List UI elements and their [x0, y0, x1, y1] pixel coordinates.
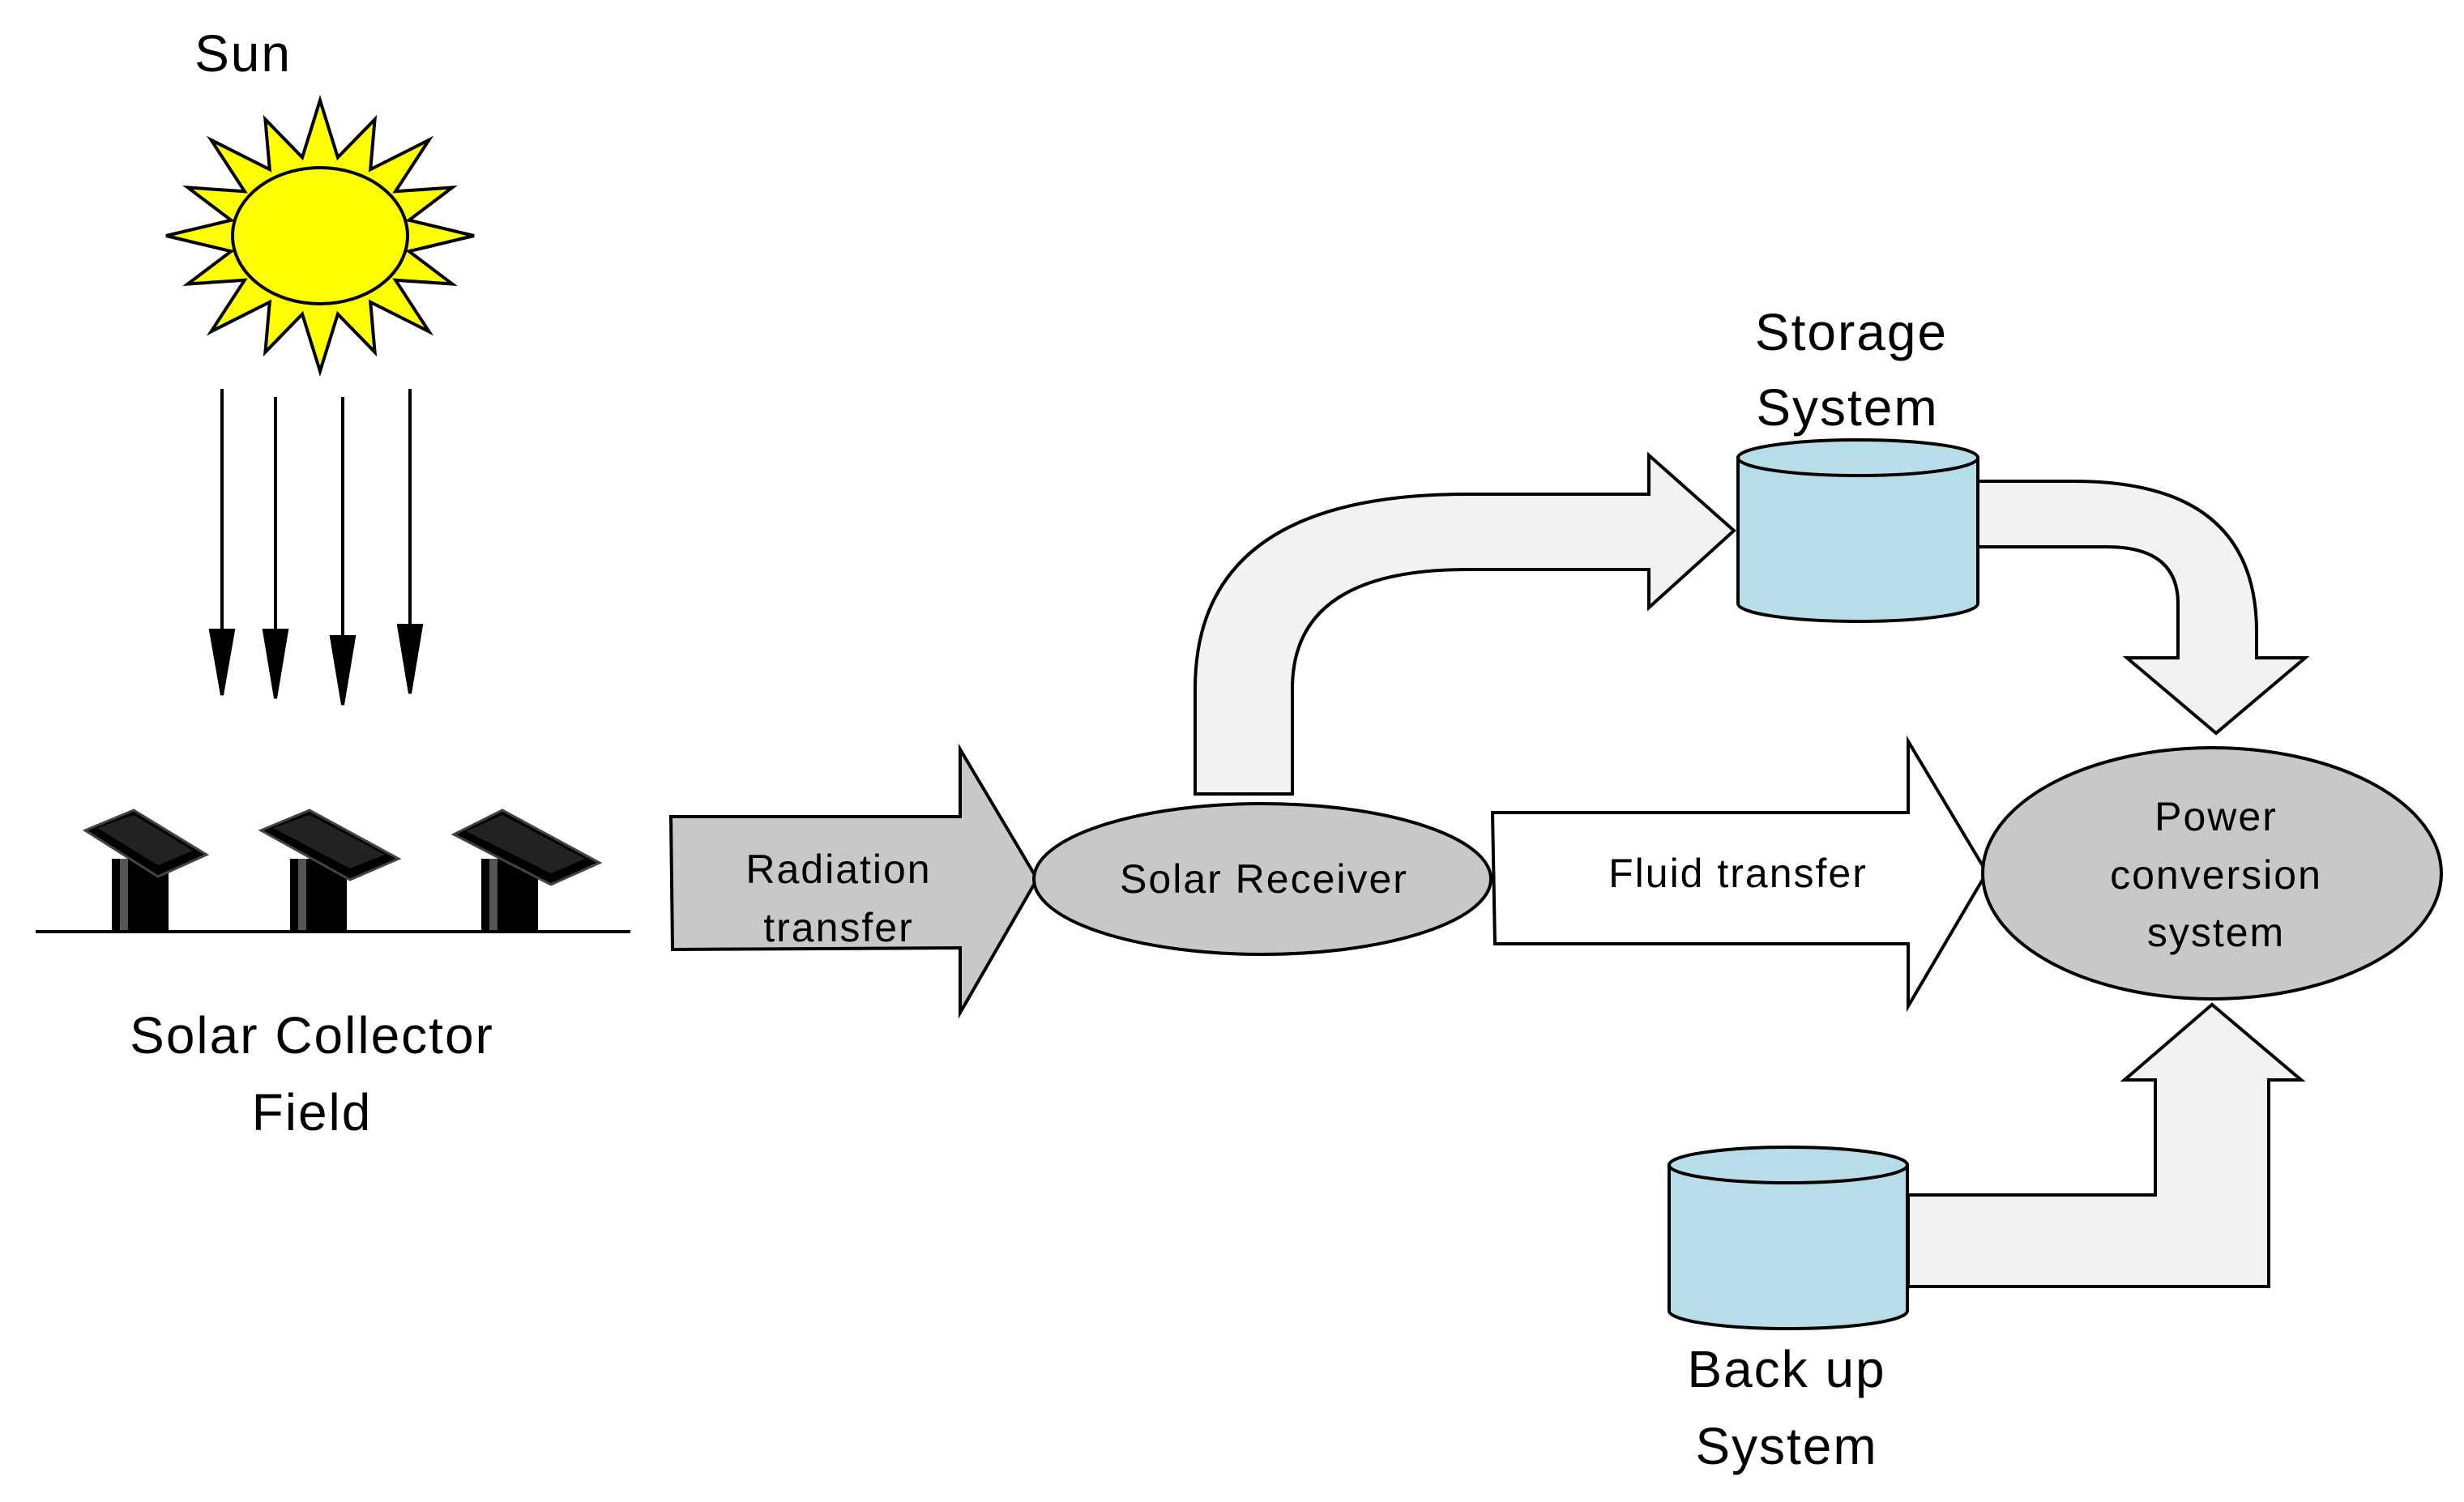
- sun-disc: [231, 166, 409, 305]
- sun-label: Sun: [194, 24, 292, 83]
- backup-system-label-line2: System: [1695, 1417, 1877, 1475]
- power-conversion-label-line2: conversion: [2110, 852, 2322, 898]
- backup-to-power-arrow: [1907, 1002, 2306, 1288]
- solar-receiver: [1032, 802, 1492, 956]
- power-conversion-label-line3: system: [2147, 910, 2285, 955]
- radiation-transfer-label-line2: transfer: [763, 905, 914, 950]
- sun-icon: [165, 95, 475, 377]
- collector-field-label-line2: Field: [252, 1083, 373, 1141]
- radiation-transfer-label-line1: Radiation: [745, 847, 931, 892]
- collector-icon-2: [258, 809, 402, 932]
- backup-tank-icon: [1668, 1146, 1909, 1330]
- ray-arrowhead-2: [262, 629, 289, 699]
- ray-arrowhead-1: [208, 629, 236, 696]
- power-conversion-system: [1981, 746, 2443, 1001]
- ray-arrowhead-4: [396, 624, 424, 694]
- fluid-transfer-label: Fluid transfer: [1608, 851, 1868, 896]
- backup-system-label-line1: Back up: [1687, 1340, 1885, 1398]
- solar-collector-field: [36, 809, 630, 933]
- storage-system-label-line2: System: [1756, 378, 1938, 437]
- collector-icon-1: [82, 809, 210, 932]
- storage-tank-icon: [1736, 438, 1979, 623]
- radiation-transfer-arrow: [668, 743, 1040, 1019]
- storage-to-power-arrow: [1959, 480, 2310, 736]
- collector-icon-3: [451, 809, 603, 932]
- collector-field-label-line1: Solar Collector: [130, 1006, 494, 1065]
- receiver-to-storage-arrow: [1194, 451, 1736, 796]
- power-conversion-label-line1: Power: [2154, 794, 2278, 839]
- storage-system-label-line1: Storage: [1755, 303, 1948, 361]
- ray-arrowhead-3: [329, 635, 357, 706]
- fluid-transfer-arrow: [1490, 735, 1989, 1013]
- radiation-rays: [208, 389, 424, 706]
- solar-receiver-label: Solar Receiver: [1120, 856, 1408, 902]
